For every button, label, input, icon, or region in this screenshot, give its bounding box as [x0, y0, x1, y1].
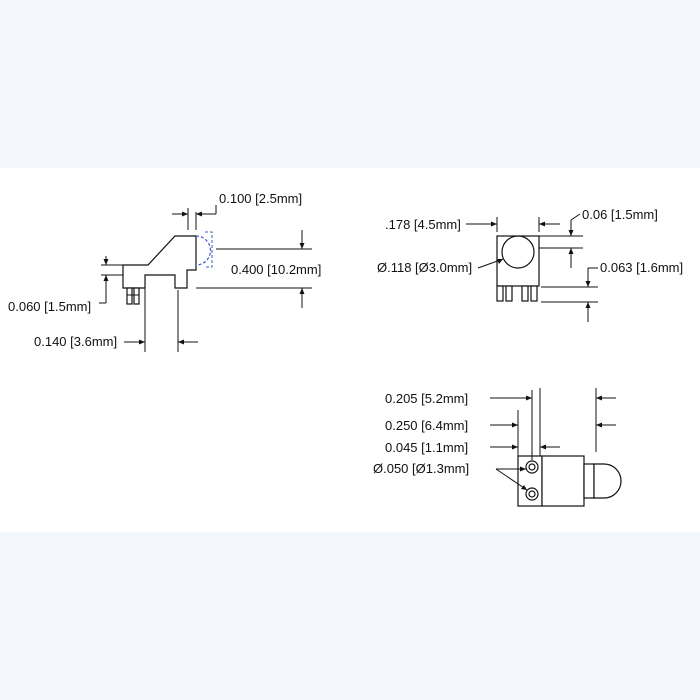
top-hole-diameter-label: Ø.050 [Ø1.3mm] [373, 461, 469, 476]
side-pin-left [126, 287, 133, 305]
front-lens-circle [501, 235, 535, 269]
side-body [122, 235, 197, 289]
front-top-offset-label: 0.06 [1.5mm] [582, 207, 658, 222]
side-body-depth-label: 0.140 [3.6mm] [34, 334, 117, 349]
side-pin-right [133, 287, 140, 305]
top-body [541, 455, 585, 507]
top-view: 0.205 [5.2mm] 0.250 [6.4mm] 0.045 [1.1mm… [373, 388, 622, 507]
front-pin-2 [505, 285, 513, 302]
bottom-band [0, 532, 700, 700]
front-body-width-label: .178 [4.5mm] [385, 217, 461, 232]
side-lens-height-label: 0.400 [10.2mm] [231, 262, 321, 277]
front-pin-4 [530, 285, 538, 302]
top-dim-b-label: 0.250 [6.4mm] [385, 418, 468, 433]
top-neck [583, 463, 595, 499]
top-dim-a-label: 0.205 [5.2mm] [385, 391, 468, 406]
top-band [0, 0, 700, 168]
top-hole-upper-inner [528, 463, 536, 471]
front-pin-3 [521, 285, 529, 302]
top-lens-dome [593, 463, 622, 499]
top-hole-lower-inner [528, 490, 536, 498]
top-dim-c-label: 0.045 [1.1mm] [385, 440, 468, 455]
side-lens-arc [195, 235, 212, 266]
side-pin-length-label: 0.060 [1.5mm] [8, 299, 91, 314]
front-view: .178 [4.5mm] 0.06 [1.5mm] Ø.118 [Ø3.0mm]… [377, 207, 683, 322]
side-view: 0.100 [2.5mm] 0.400 [10.2mm] 0.060 [1.5m… [8, 191, 321, 352]
side-lens-box [205, 231, 213, 268]
front-pin-1 [496, 285, 504, 302]
front-bottom-offset-label: 0.063 [1.6mm] [600, 260, 683, 275]
front-lens-diameter-label: Ø.118 [Ø3.0mm] [377, 260, 472, 275]
side-lens-width-label: 0.100 [2.5mm] [219, 191, 302, 206]
